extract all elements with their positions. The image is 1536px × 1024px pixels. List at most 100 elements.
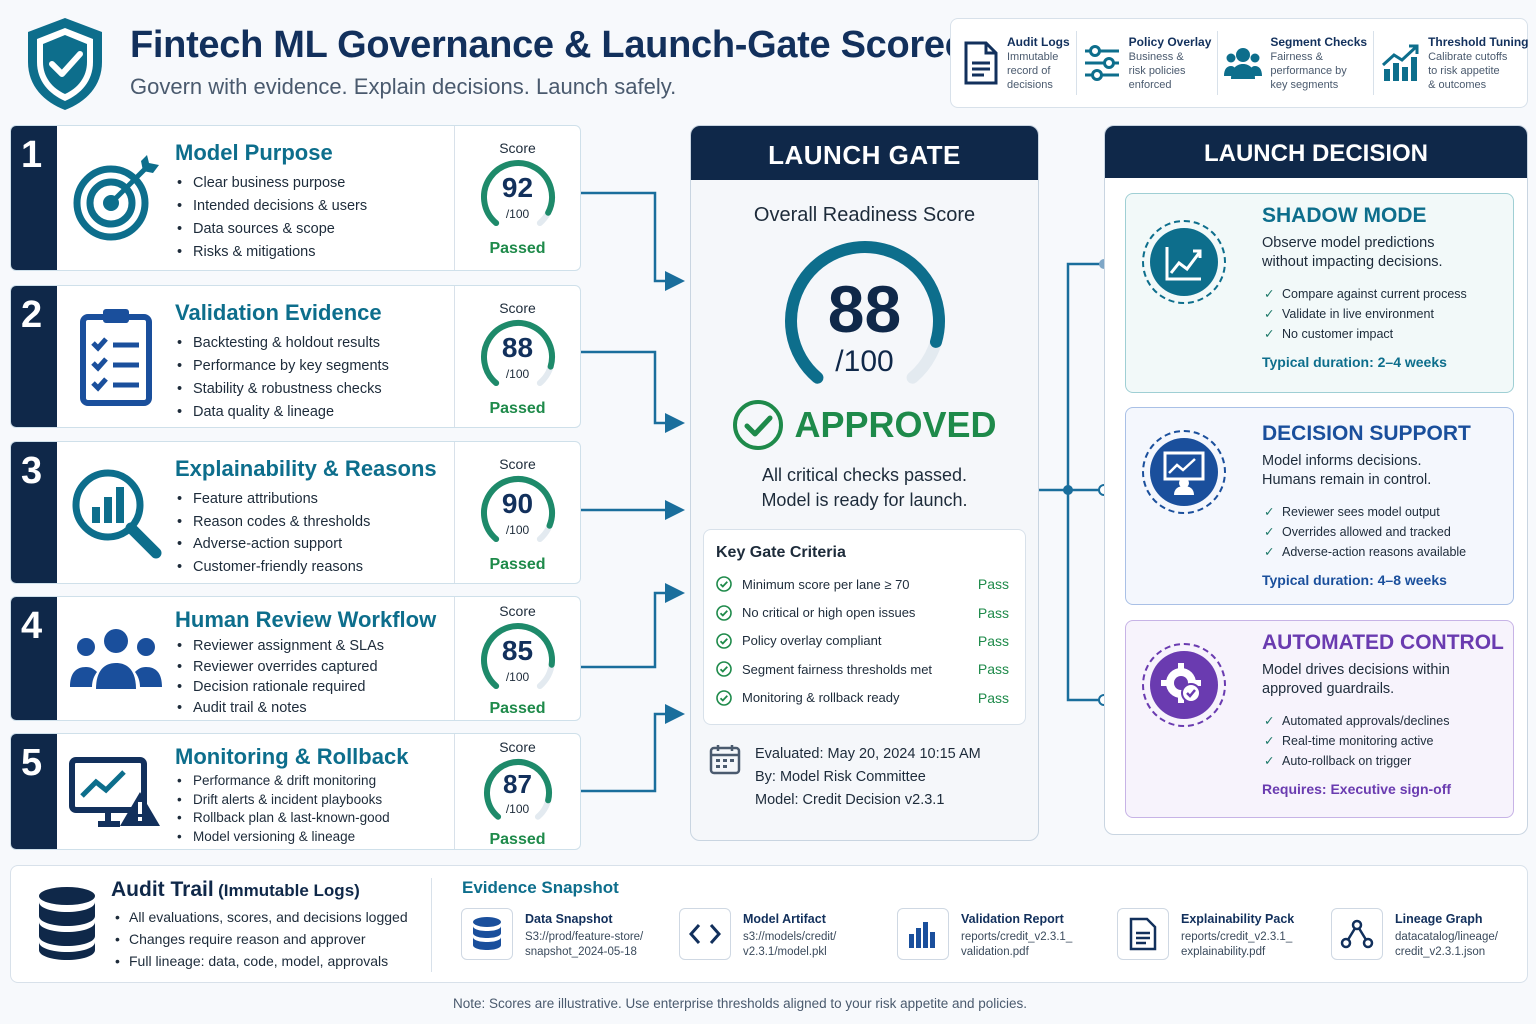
target-icon (57, 126, 175, 270)
score-gauge: 90/100 (479, 474, 557, 552)
evidence-item-title: Model Artifact (743, 912, 826, 926)
decision-support-icon (1142, 430, 1226, 514)
criteria-result: Pass (977, 604, 1009, 621)
option-item: No customer impact (1262, 324, 1467, 344)
lane-item: Clear business purpose (175, 172, 454, 195)
check-circle-icon (716, 576, 732, 592)
bar-chart-icon (897, 908, 949, 960)
feature-desc: Calibrate cutoffs to risk appetite & out… (1428, 50, 1508, 91)
evaluation-meta: Evaluated: May 20, 2024 10:15 AM By: Mod… (709, 743, 1038, 812)
score-denominator: /100 (505, 367, 530, 381)
lane-item: Reviewer assignment & SLAs (175, 636, 454, 657)
option-item: Automated approvals/declines (1262, 711, 1504, 731)
footnote: Note: Scores are illustrative. Use enter… (452, 996, 1028, 1011)
lane-item: Stability & robustness checks (175, 378, 454, 401)
score-label: Score (499, 300, 536, 316)
lane-item: Rollback plan & last-known-good (175, 809, 454, 828)
database-stack-icon (37, 886, 97, 965)
score-label: Score (499, 456, 536, 472)
gauge-fill (483, 759, 552, 820)
criteria-label: Monitoring & rollback ready (742, 690, 900, 706)
automated-control-icon (1142, 643, 1226, 727)
document-icon (1117, 908, 1169, 960)
option-desc: Model drives decisions within approved g… (1262, 662, 1450, 697)
lane-item: Audit trail & notes (175, 698, 454, 719)
big-gauge-fill (784, 241, 945, 384)
lane-model-purpose: 1 Model Purpose Clear business purpose I… (10, 125, 581, 271)
document-icon (964, 41, 998, 85)
option-item: Reviewer sees model output (1262, 502, 1471, 522)
lane-score-panel: Score 85/100 Passed (454, 597, 580, 720)
lane-title: Validation Evidence (175, 300, 382, 325)
monitor-alert-icon (57, 734, 175, 849)
evidence-item-title: Validation Report (961, 912, 1064, 926)
evidence-item-title: Data Snapshot (525, 912, 613, 926)
feature-desc: Immutable record of decisions (1007, 50, 1059, 91)
score-gauge: 85/100 (479, 621, 557, 699)
lane-item: Reviewer overrides captured (175, 657, 454, 678)
gauge-fill (480, 320, 555, 387)
clipboard-checklist-icon (57, 286, 175, 427)
feature-title: Segment Checks (1270, 34, 1368, 49)
bar-chart-up-icon (1382, 44, 1419, 81)
evidence-item-path: S3://prod/feature-store/ snapshot_2024-0… (525, 931, 644, 958)
lane-number: 1 (11, 126, 57, 270)
lane-number: 5 (11, 734, 57, 849)
lane-item: Adverse-action support (175, 533, 454, 556)
option-title: AUTOMATED CONTROL (1262, 631, 1504, 654)
evidence-item-path: reports/credit_v2.3.1_ explainability.pd… (1181, 931, 1293, 958)
team-icon (57, 597, 175, 720)
score-value: 85 (501, 635, 534, 666)
option-title: SHADOW MODE (1262, 204, 1427, 227)
lane-item: Risks & mitigations (175, 241, 454, 264)
option-footer: Requires: Executive sign-off (1262, 781, 1452, 797)
option-footer: Typical duration: 2–4 weeks (1262, 354, 1447, 370)
option-decision-support[interactable]: DECISION SUPPORT Model informs decisions… (1125, 407, 1514, 605)
feature-title: Audit Logs (1007, 34, 1070, 49)
audit-item-text: Changes require reason and approver (129, 931, 366, 947)
launch-gate-heading: LAUNCH GATE (691, 126, 1038, 180)
option-item: Compare against current process (1262, 284, 1467, 304)
option-item: Validate in live environment (1262, 304, 1467, 324)
calendar-icon (709, 745, 741, 775)
lane-item: Customer-friendly reasons (175, 556, 454, 579)
score-value: 87 (503, 769, 532, 799)
evidence-item-path: s3://models/credit/ v2.3.1/model.pkl (743, 931, 837, 958)
evidence-model-artifact[interactable]: Model Artifact s3://models/credit/ v2.3.1… (679, 908, 836, 960)
page-subtitle: Govern with evidence. Explain decisions.… (130, 74, 677, 99)
score-denominator: /100 (505, 670, 530, 684)
score-gauge: 88/100 (479, 318, 557, 396)
score-value: 88 (501, 332, 534, 363)
score-status: Passed (489, 831, 546, 848)
score-denominator: /100 (505, 523, 530, 537)
option-shadow-mode[interactable]: SHADOW MODE Observe model predictions wi… (1125, 193, 1514, 393)
gate-message: All critical checks passed. Model is rea… (761, 465, 968, 510)
shield-logo-icon (22, 14, 108, 117)
approved-status: APPROVED (794, 404, 997, 445)
lane-item: Feature attributions (175, 488, 454, 511)
feature-title: Threshold Tuning (1428, 34, 1529, 49)
option-item: Adverse-action reasons available (1262, 542, 1471, 562)
database-icon (461, 908, 513, 960)
option-footer: Typical duration: 4–8 weeks (1262, 572, 1447, 588)
criteria-result: Pass (977, 576, 1009, 593)
gauge-fill (480, 476, 555, 543)
graph-icon (1331, 908, 1383, 960)
audit-title: Audit Trail (111, 878, 214, 901)
criteria-title: Key Gate Criteria (716, 544, 846, 561)
criteria-label: Segment fairness thresholds met (742, 661, 933, 677)
audit-title-suffix: (Immutable Logs) (218, 881, 360, 900)
score-status: Passed (489, 240, 546, 257)
option-automated-control[interactable]: AUTOMATED CONTROL Model drives decisions… (1125, 620, 1514, 818)
lane-validation-evidence: 2 Validation Evidence Backtesting & hold… (10, 285, 581, 428)
gauge-fill (480, 160, 555, 227)
lane-item: Model versioning & lineage (175, 828, 454, 847)
